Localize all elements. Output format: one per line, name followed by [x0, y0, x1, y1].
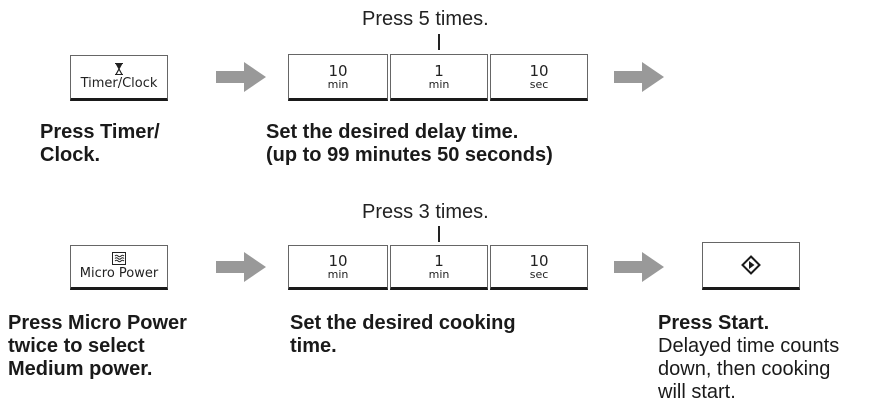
caption-line: time.	[290, 335, 337, 357]
press-indicator-line	[438, 226, 440, 242]
caption-line: Set the desired delay time.	[266, 121, 519, 143]
key-10-sec[interactable]: 10 sec	[490, 245, 588, 290]
timer-clock-label: Timer/Clock	[80, 76, 158, 91]
key-value: 10	[529, 61, 549, 80]
key-unit: min	[428, 77, 450, 91]
micro-power-button[interactable]: Micro Power	[70, 245, 168, 290]
step-caption-cooking: Set the desired cooking time.	[290, 312, 516, 358]
caption-line: will start.	[658, 381, 736, 403]
key-unit: min	[327, 77, 349, 91]
caption-line: Clock.	[40, 144, 101, 166]
caption-line: twice to select	[8, 335, 145, 357]
key-value: 1	[434, 61, 444, 80]
key-value: 10	[529, 251, 549, 270]
caption-line: Delayed time counts	[658, 335, 840, 357]
key-1-min[interactable]: 1 min	[390, 245, 488, 290]
key-10-min[interactable]: 10 min	[288, 245, 388, 290]
key-unit: min	[428, 267, 450, 281]
press-count-note: Press 3 times.	[362, 201, 489, 223]
key-unit: sec	[529, 267, 549, 281]
key-10-min[interactable]: 10 min	[288, 54, 388, 101]
micro-power-label: Micro Power	[79, 266, 159, 281]
microwave-waves-icon	[112, 252, 126, 265]
key-unit: sec	[529, 77, 549, 91]
key-10-sec[interactable]: 10 sec	[490, 54, 588, 101]
press-count-note: Press 5 times.	[362, 8, 489, 30]
step-caption-delay: Set the desired delay time. (up to 99 mi…	[266, 121, 553, 167]
caption-line: Medium power.	[8, 358, 153, 380]
arrow-right-icon	[216, 252, 266, 282]
start-button[interactable]	[702, 242, 800, 290]
arrow-right-icon	[216, 62, 266, 92]
caption-line: Set the desired cooking	[290, 312, 516, 334]
key-unit: min	[327, 267, 349, 281]
step-caption-power: Press Micro Power twice to select Medium…	[8, 312, 187, 381]
arrow-right-icon	[614, 252, 664, 282]
step-caption-timer: Press Timer/ Clock.	[40, 121, 160, 167]
hourglass-icon	[115, 63, 123, 75]
caption-line: Press Start.	[658, 312, 770, 334]
key-value: 10	[328, 251, 348, 270]
start-diamond-icon	[741, 255, 761, 275]
key-1-min[interactable]: 1 min	[390, 54, 488, 101]
timer-clock-button[interactable]: Timer/Clock	[70, 55, 168, 101]
step-caption-start: Press Start. Delayed time counts down, t…	[658, 312, 839, 404]
arrow-right-icon	[614, 62, 664, 92]
key-value: 10	[328, 61, 348, 80]
key-value: 1	[434, 251, 444, 270]
caption-line: Press Timer/	[40, 121, 160, 143]
caption-line: Press Micro Power	[8, 312, 187, 334]
press-indicator-line	[438, 34, 440, 50]
caption-line: (up to 99 minutes 50 seconds)	[266, 144, 553, 166]
caption-line: down, then cooking	[658, 358, 831, 380]
